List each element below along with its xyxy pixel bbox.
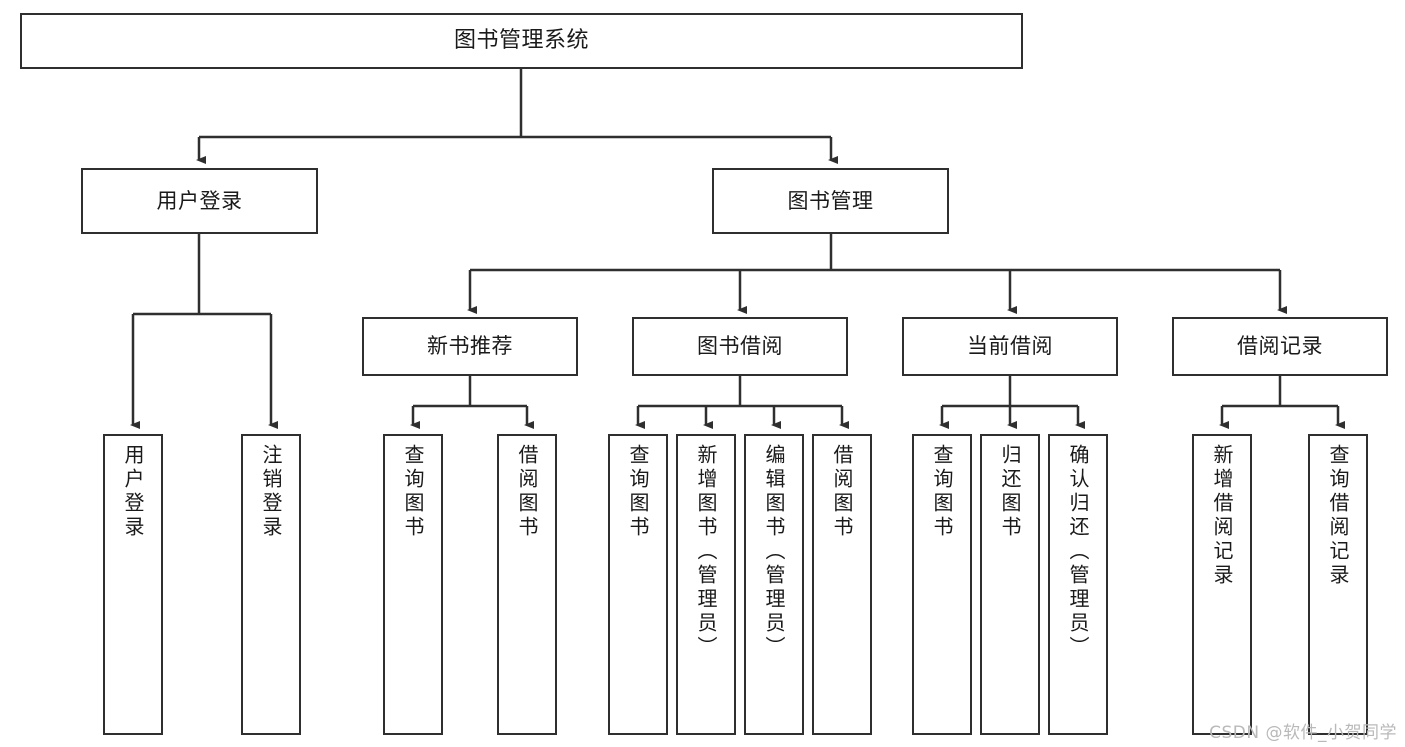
node-new-book-recommendation[interactable]: 新书推荐 [362,317,578,376]
node-leaf-current-query-book[interactable]: 查询图书 [912,434,972,735]
node-leaf-new-book-query[interactable]: 查询图书 [383,434,443,735]
node-label: 用户登录 [121,444,145,540]
node-leaf-borrow-add-book-admin[interactable]: 新增图书（管理员） [676,434,736,735]
node-label: 确认归还（管理员） [1066,444,1090,660]
node-leaf-borrow-edit-book-admin[interactable]: 编辑图书（管理员） [744,434,804,735]
node-label: 借阅图书 [830,444,854,540]
node-label: 查询图书 [626,444,650,540]
node-leaf-record-add-record[interactable]: 新增借阅记录 [1192,434,1252,735]
node-leaf-user-login-signout[interactable]: 注销登录 [241,434,301,735]
node-leaf-borrow-query-book[interactable]: 查询图书 [608,434,668,735]
node-current-borrowing[interactable]: 当前借阅 [902,317,1118,376]
node-label: 图书借阅 [697,334,783,359]
node-label: 借阅记录 [1237,334,1323,359]
node-leaf-user-login-signin[interactable]: 用户登录 [103,434,163,735]
node-root-book-management-system[interactable]: 图书管理系统 [20,13,1023,69]
node-label: 图书管理 [787,188,874,213]
node-leaf-current-return-book[interactable]: 归还图书 [980,434,1040,735]
node-user-login[interactable]: 用户登录 [81,168,318,234]
node-book-borrowing[interactable]: 图书借阅 [632,317,848,376]
node-label: 查询图书 [401,444,425,540]
node-label: 查询图书 [930,444,954,540]
node-label: 图书管理系统 [453,28,589,54]
node-label: 归还图书 [998,444,1022,540]
node-borrowing-record[interactable]: 借阅记录 [1172,317,1388,376]
node-label: 查询借阅记录 [1326,444,1350,588]
node-leaf-borrow-borrow-book[interactable]: 借阅图书 [812,434,872,735]
node-label: 当前借阅 [967,334,1053,359]
node-label: 新增图书（管理员） [694,444,718,660]
node-label: 注销登录 [259,444,283,540]
csdn-watermark: CSDN @软件_小贺同学 [1209,723,1397,743]
node-label: 借阅图书 [515,444,539,540]
node-book-management[interactable]: 图书管理 [712,168,949,234]
node-leaf-record-query-record[interactable]: 查询借阅记录 [1308,434,1368,735]
node-leaf-current-confirm-return-admin[interactable]: 确认归还（管理员） [1048,434,1108,735]
node-label: 用户登录 [156,188,243,213]
node-label: 新增借阅记录 [1210,444,1234,588]
node-label: 新书推荐 [427,334,513,359]
node-leaf-new-book-borrow[interactable]: 借阅图书 [497,434,557,735]
node-label: 编辑图书（管理员） [762,444,786,660]
